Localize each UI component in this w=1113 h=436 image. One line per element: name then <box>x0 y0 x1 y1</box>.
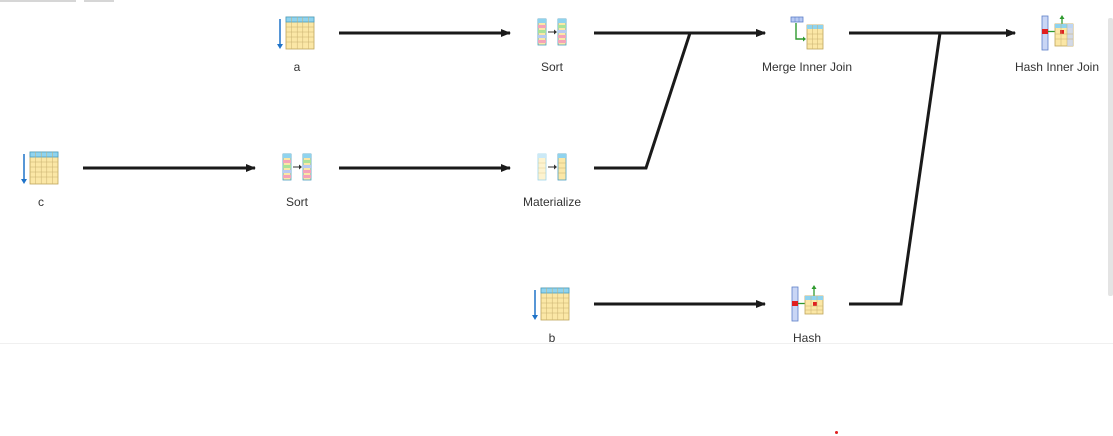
edge-materialize-to-merge_join <box>594 29 766 170</box>
edge-hash-to-hash_join <box>849 29 1016 306</box>
vertical-scrollbar[interactable] <box>1108 18 1113 296</box>
cursor-marker <box>835 431 838 434</box>
node-table-a[interactable]: a <box>227 13 367 74</box>
node-label: Sort <box>540 60 563 74</box>
table-scan-icon <box>21 148 61 188</box>
materialize-icon <box>532 148 572 188</box>
node-label: Merge Inner Join <box>761 60 853 74</box>
hash-join-icon <box>1037 13 1077 53</box>
table-scan-icon <box>277 13 317 53</box>
node-label: a <box>293 60 301 74</box>
node-merge-inner-join[interactable]: Merge Inner Join <box>737 13 877 74</box>
table-scan-icon <box>532 284 572 324</box>
node-label: c <box>38 195 44 209</box>
node-label: Sort <box>285 195 308 209</box>
node-label: b <box>548 331 556 345</box>
node-materialize[interactable]: Materialize <box>482 148 622 209</box>
node-table-b[interactable]: b <box>482 284 622 345</box>
node-hash[interactable]: Hash <box>737 284 877 345</box>
node-label: Materialize <box>522 195 582 209</box>
sort-icon <box>277 148 317 188</box>
node-table-c[interactable]: c <box>0 148 111 209</box>
tab-stub[interactable] <box>0 0 76 2</box>
canvas-bottom-edge <box>0 343 1113 344</box>
tab-stub[interactable] <box>84 0 114 2</box>
node-sort-a[interactable]: Sort <box>482 13 622 74</box>
node-label: Hash Inner Join <box>1014 60 1100 74</box>
merge-join-icon <box>787 13 827 53</box>
node-sort-c[interactable]: Sort <box>227 148 367 209</box>
hash-icon <box>787 284 827 324</box>
node-label: Hash <box>792 331 821 345</box>
sort-icon <box>532 13 572 53</box>
node-hash-inner-join[interactable]: Hash Inner Join <box>987 13 1113 74</box>
